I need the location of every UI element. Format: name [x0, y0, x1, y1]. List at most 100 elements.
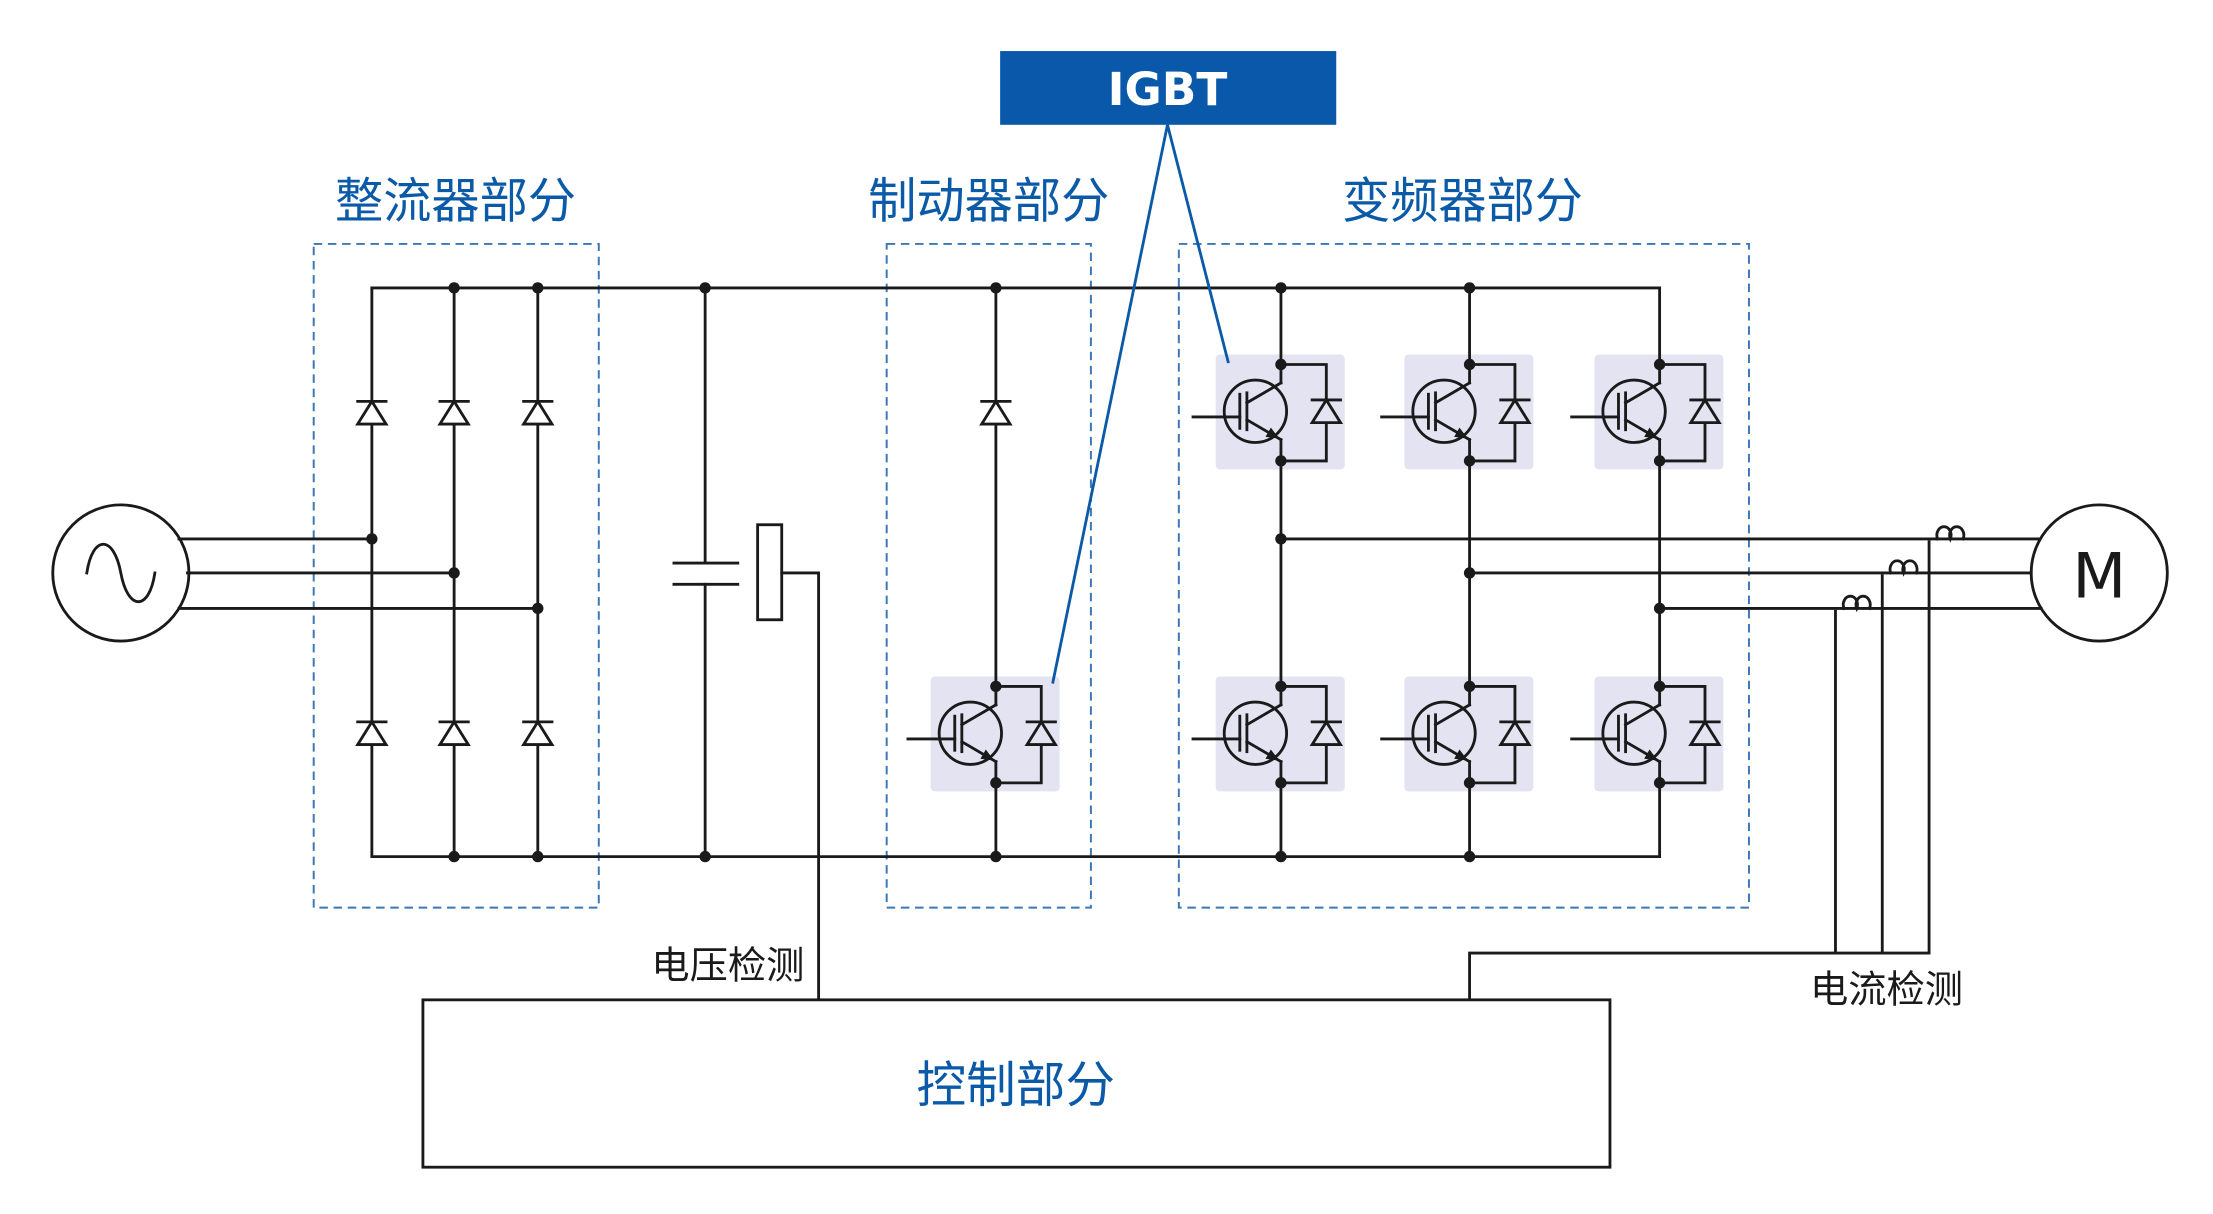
igbt-icon	[937, 700, 1003, 766]
inverter-igbt-v-lower	[1380, 676, 1534, 792]
motor-icon: M	[2029, 503, 2169, 643]
igbt-icon	[1222, 378, 1289, 444]
inverter-igbt-v-upper	[1380, 354, 1534, 470]
igbt-emitter-arrow	[1265, 427, 1280, 439]
diode-triangle	[1498, 719, 1532, 746]
junction-dot	[448, 567, 460, 579]
motor-label: M	[2072, 539, 2126, 612]
diode-icon	[1688, 397, 1722, 425]
current-detect-wire	[1468, 951, 1931, 1002]
diode-icon	[1309, 397, 1344, 425]
junction-dot	[448, 850, 460, 863]
diode-icon	[979, 398, 1013, 426]
junction-dot	[990, 850, 1002, 863]
igbt-collector-lead	[959, 702, 998, 727]
igbt-collector-lead	[1433, 380, 1472, 405]
control-section-label: 控制部分	[916, 1056, 1115, 1114]
wiring	[177, 286, 2043, 1002]
igbt-emitter-arrow	[980, 749, 995, 761]
diode-icon	[521, 398, 555, 426]
inverter-igbt-u-upper	[1191, 354, 1345, 470]
diode-icon	[1024, 719, 1059, 746]
brake-section-box	[885, 242, 1092, 909]
diode-icon	[1688, 719, 1722, 746]
brake-igbt	[906, 676, 1060, 792]
diode-triangle	[437, 719, 471, 746]
voltage-detect-label: 电压检测	[651, 943, 804, 988]
junction-dot	[699, 850, 711, 863]
igbt-collector-lead	[1623, 380, 1662, 405]
junction-dot	[1275, 533, 1287, 545]
current-detect-label: 电流检测	[1810, 967, 1963, 1012]
brake-section-label: 制动器部分	[868, 173, 1109, 229]
callout-label: IGBT	[1108, 63, 1228, 116]
igbt-layer	[906, 354, 1724, 792]
diode-triangle	[1309, 719, 1344, 746]
diode-icon	[1498, 719, 1532, 746]
control-section-box	[421, 998, 1612, 1169]
diode-icon	[521, 719, 555, 746]
junction-dot	[1463, 850, 1476, 863]
diode-triangle	[1309, 397, 1344, 425]
diode-triangle	[355, 398, 389, 426]
junction-dot	[1653, 602, 1666, 615]
junction-dot	[532, 282, 544, 294]
igbt-callout: IGBT	[1000, 51, 1337, 684]
diode-triangle	[521, 398, 555, 426]
junction-dot	[1463, 567, 1476, 579]
sine-wave-icon	[85, 542, 157, 604]
igbt-icon	[1601, 700, 1667, 766]
igbt-emitter-arrow	[1265, 749, 1280, 761]
diode-icon	[1309, 719, 1344, 746]
parts-layer	[355, 282, 1666, 863]
diode-icon	[355, 719, 389, 746]
junction-dot	[1463, 282, 1476, 294]
junction-dot	[699, 282, 711, 294]
diode-icon	[1498, 397, 1532, 425]
current-sensor-icon	[1935, 525, 1966, 543]
rectifier-section-box	[312, 242, 600, 909]
inverter-igbt-w-upper	[1570, 354, 1724, 470]
junction-dot	[532, 602, 544, 615]
igbt-collector-lead	[1244, 380, 1283, 405]
ac-source-icon	[51, 503, 191, 643]
igbt-icon	[1601, 378, 1667, 444]
junction-dot	[1275, 850, 1287, 863]
diode-icon	[355, 398, 389, 426]
callout-pointer-brake	[1051, 124, 1169, 684]
inverter-section-box	[1177, 242, 1750, 909]
igbt-emitter-arrow	[1454, 749, 1468, 761]
current-sensor-icon	[1888, 559, 1919, 577]
capacitor-icon	[672, 286, 740, 859]
inverter-section-label: 变频器部分	[1342, 173, 1583, 229]
diode-triangle	[1498, 397, 1532, 425]
junction-dot	[1275, 282, 1287, 294]
igbt-collector-lead	[1623, 702, 1662, 727]
ac-source-circle	[51, 503, 191, 643]
diode-triangle	[437, 398, 471, 426]
igbt-emitter-arrow	[1644, 749, 1658, 761]
motor-circle	[2029, 503, 2169, 643]
igbt-emitter-arrow	[1644, 427, 1658, 439]
callout-box	[1000, 51, 1337, 125]
voltage-sensor-icon	[756, 523, 784, 622]
junction-dot	[990, 282, 1002, 294]
diode-icon	[437, 719, 471, 746]
diode-triangle	[1688, 397, 1722, 425]
igbt-collector-lead	[1244, 702, 1283, 727]
diode-icon	[437, 398, 471, 426]
diode-triangle	[979, 398, 1013, 426]
junction-dot	[448, 282, 460, 294]
diode-triangle	[355, 719, 389, 746]
rectifier-section-label: 整流器部分	[335, 173, 576, 229]
junction-dot	[366, 533, 378, 545]
diode-triangle	[521, 719, 555, 746]
junction-dot	[532, 850, 544, 863]
callout-pointer-inverter	[1166, 124, 1230, 364]
igbt-icon	[1222, 700, 1289, 766]
inverter-igbt-u-lower	[1191, 676, 1345, 792]
diode-triangle	[1688, 719, 1722, 746]
igbt-emitter-arrow	[1454, 427, 1468, 439]
voltage-detect-wire	[780, 571, 821, 1002]
